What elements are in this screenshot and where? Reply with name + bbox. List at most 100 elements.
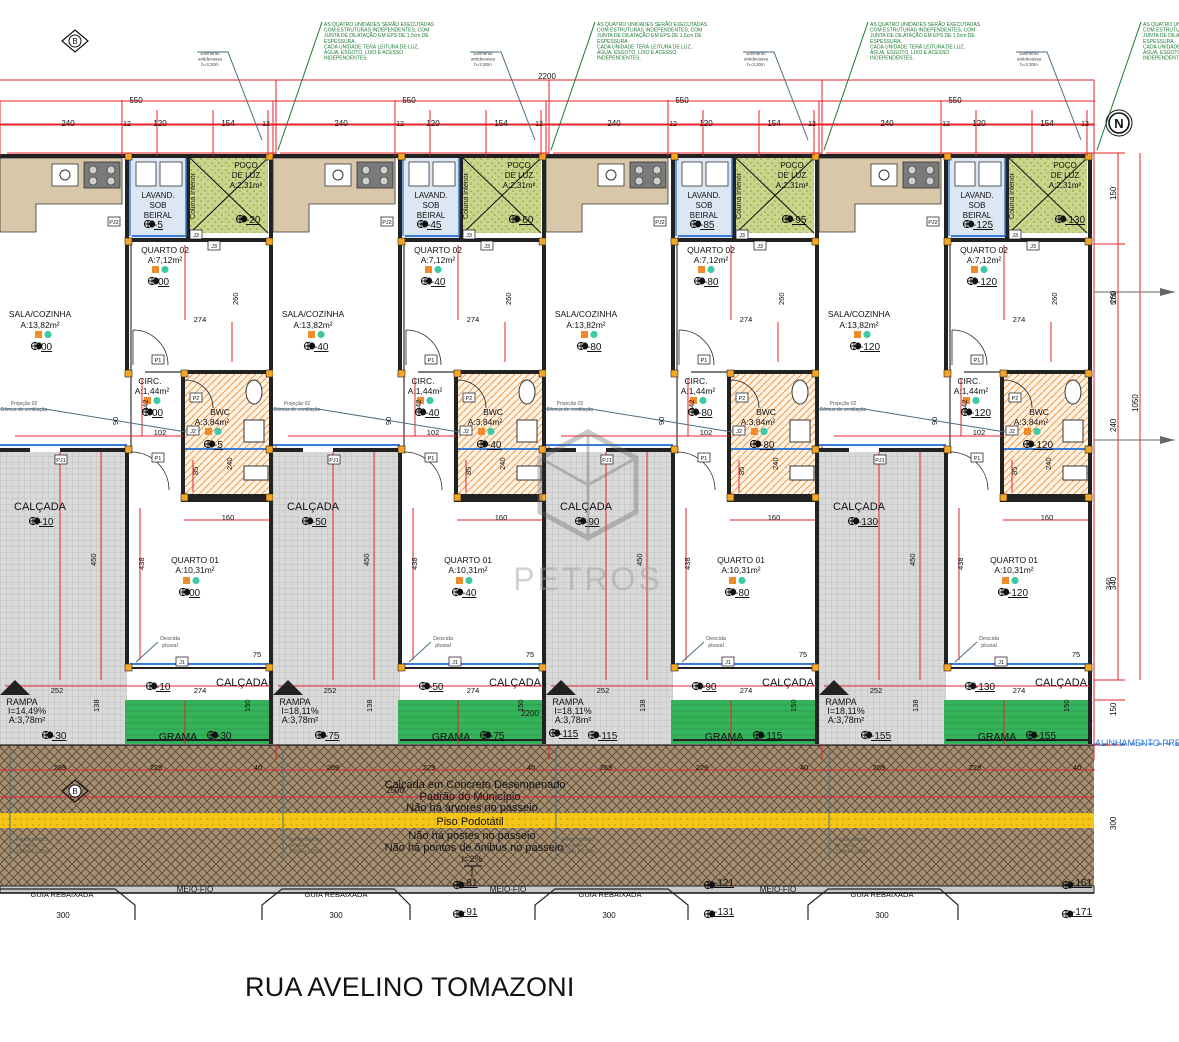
structure-note-line: JUNTA DE DILATAÇÃO EM EPS DE 1,5cm DE bbox=[324, 32, 429, 39]
structure-note-line: AS QUATRO UNIDADES SERÃO EXECUTADAS bbox=[870, 21, 981, 28]
curb-dim-300-1: 300 bbox=[56, 911, 70, 920]
level-bwc: -120 bbox=[1033, 440, 1053, 451]
room-poco-2: DE LUZ bbox=[778, 171, 807, 180]
dim-102: 102 bbox=[973, 428, 986, 437]
portao-note-line: 2,69m x 2,05m bbox=[289, 849, 322, 855]
dim-154: 154 bbox=[494, 119, 508, 128]
room-rampa-area: A:3,78m² bbox=[555, 715, 592, 725]
tag-j3: J3 bbox=[193, 233, 199, 239]
room-quarto01-area: A:10,31m² bbox=[448, 565, 487, 575]
dim-269: 269 bbox=[600, 763, 613, 772]
dim-142: 142 bbox=[960, 399, 969, 412]
descida-note-1: Descida bbox=[706, 636, 727, 642]
level-quarto02: -40 bbox=[431, 277, 446, 288]
dim-12-b: 12 bbox=[1081, 121, 1089, 128]
room-lavand-2: SOB bbox=[150, 201, 167, 210]
dim-120: 120 bbox=[426, 119, 440, 128]
tag-j3: J3 bbox=[211, 244, 217, 250]
portao-note-line: Portão elétrico bbox=[16, 837, 48, 843]
structure-note-line: ESPESSURA. bbox=[597, 39, 629, 45]
room-quarto02: QUARTO 02 bbox=[414, 245, 462, 255]
domus-note-2: Dômus de ventilação bbox=[547, 407, 594, 413]
muro-note: Muro h=3,30m bbox=[493, 154, 529, 160]
dim-90: 90 bbox=[384, 417, 393, 425]
level-quarto01: 00 bbox=[189, 588, 201, 599]
elemento-note-line: h=3,30m bbox=[474, 62, 492, 67]
elemento-note-line: h=3,30m bbox=[201, 62, 219, 67]
elemento-note-line: Elemento bbox=[473, 51, 493, 56]
dim-150: 150 bbox=[243, 699, 252, 712]
portao-note-line: de correr bbox=[16, 843, 36, 849]
dim-450: 450 bbox=[908, 553, 917, 566]
dim-right-260: 260 bbox=[1109, 290, 1118, 304]
dim-438: 438 bbox=[683, 557, 692, 570]
tag-j1: J1 bbox=[998, 660, 1004, 666]
portao-note-line: 2,69m x 2,05m bbox=[16, 849, 49, 855]
tag-j3: J3 bbox=[484, 244, 490, 250]
level-front: -50 bbox=[429, 682, 444, 693]
tag-p2: P2 bbox=[193, 396, 200, 402]
dim-40: 40 bbox=[527, 763, 535, 772]
room-poco: POÇO bbox=[780, 161, 804, 170]
level-circ: 00 bbox=[152, 408, 164, 419]
level-grama: -75 bbox=[490, 731, 505, 742]
right-side bbox=[1094, 288, 1179, 745]
room-rampa-slope: I=18,11% bbox=[827, 706, 865, 716]
domus-note-1: Projeção 02 bbox=[11, 401, 38, 407]
dim-40: 40 bbox=[254, 763, 262, 772]
elemento-note-line: Elemento bbox=[746, 51, 766, 56]
structure-note-line: INDEPENDENTES. bbox=[324, 56, 368, 62]
room-quarto01: QUARTO 01 bbox=[717, 555, 765, 565]
room-quarto01-area: A:10,31m² bbox=[175, 565, 214, 575]
portao-note-line: Portão elétrico bbox=[835, 837, 867, 843]
dim-85: 85 bbox=[1010, 467, 1019, 475]
structure-note-line: CADA UNIDADE TERÁ LEITURA DE LUZ, bbox=[597, 43, 692, 50]
structure-note-line: COM ESTRUTURAS INDEPENDENTES, COM bbox=[597, 28, 702, 34]
portao-note-line: 2,69m x 2,05m bbox=[835, 849, 868, 855]
room-poco-2: DE LUZ bbox=[1051, 171, 1080, 180]
tag-p1: P1 bbox=[974, 456, 981, 462]
room-lavand: LAVAND. bbox=[414, 191, 447, 200]
domus-note-2: Dômus de ventilação bbox=[274, 407, 321, 413]
dim-unit-width: 550 bbox=[675, 96, 689, 105]
dim-120: 120 bbox=[972, 119, 986, 128]
dim-12-b: 12 bbox=[535, 121, 543, 128]
sidewalk-line-4: Piso Podotátil bbox=[436, 816, 503, 828]
structure-note-line: CADA UNIDADE TERÁ LEITURA DE LUZ, bbox=[324, 43, 419, 50]
axis-marker-top bbox=[61, 29, 89, 53]
structure-note-line: ESPESSURA. bbox=[1143, 39, 1175, 45]
room-sala-area: A:13,82m² bbox=[839, 320, 878, 330]
room-poco-2: DE LUZ bbox=[505, 171, 534, 180]
guia-3: GUIA REBAIXADA bbox=[579, 890, 642, 899]
room-poco: POÇO bbox=[1053, 161, 1077, 170]
room-lavand: LAVAND. bbox=[141, 191, 174, 200]
sidewalk-dim-2500: 2500 bbox=[386, 786, 404, 795]
room-rampa-area: A:3,78m² bbox=[282, 715, 319, 725]
dim-right-300: 300 bbox=[1109, 816, 1118, 830]
dim-450: 450 bbox=[362, 553, 371, 566]
level-calcada: -130 bbox=[858, 517, 878, 528]
dim-154: 154 bbox=[221, 119, 235, 128]
dim-154: 154 bbox=[767, 119, 781, 128]
room-grama: GRAMA bbox=[432, 731, 471, 743]
dim-260: 260 bbox=[504, 292, 513, 305]
room-lavand-3: BEIRAL bbox=[690, 211, 719, 220]
dim-unit-width: 550 bbox=[948, 96, 962, 105]
level-sala: -120 bbox=[860, 342, 880, 353]
level-front: -130 bbox=[975, 682, 995, 693]
dim-40: 40 bbox=[800, 763, 808, 772]
level-rampa: -75 bbox=[325, 731, 340, 742]
dim-274-front: 274 bbox=[194, 686, 207, 695]
dim-12-b: 12 bbox=[262, 121, 270, 128]
dim-150: 150 bbox=[1062, 699, 1071, 712]
descida-note-2: pluvial bbox=[162, 643, 178, 649]
domus-note-2: Dômus de ventilação bbox=[820, 407, 867, 413]
room-sala-cozinha: SALA/COZINHA bbox=[9, 309, 72, 319]
